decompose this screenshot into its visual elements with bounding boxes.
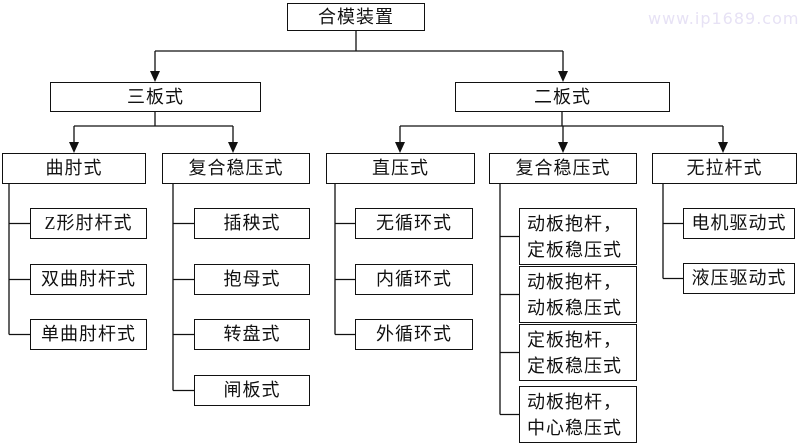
watermark: www.ip1689.com — [648, 9, 800, 28]
node-clamp-nut-type: 抱母式 — [194, 264, 310, 295]
node-root: 合模装置 — [287, 3, 425, 31]
arrow-down-icons — [69, 71, 728, 153]
node-double-toggle: 双曲肘杆式 — [30, 264, 147, 295]
node-tiebarless: 无拉杆式 — [652, 153, 797, 184]
node-fixed-clamp-fixed-press: 定板抱杆， 定板稳压式 — [519, 324, 637, 381]
node-two-plate: 二板式 — [455, 82, 670, 112]
node-single-toggle: 单曲肘杆式 — [30, 319, 147, 350]
node-composite-left: 复合稳压式 — [162, 153, 310, 184]
node-inner-cycle: 内循环式 — [355, 264, 473, 295]
node-moving-clamp-moving-press: 动板抱杆， 动板稳压式 — [519, 266, 637, 323]
node-composite-right: 复合稳压式 — [489, 153, 637, 184]
node-z-lever: Z形肘杆式 — [30, 208, 147, 239]
node-insert-type: 插秧式 — [194, 208, 310, 239]
node-outer-cycle: 外循环式 — [355, 319, 473, 350]
node-direct: 直压式 — [326, 153, 475, 184]
node-three-plate: 三板式 — [50, 82, 261, 112]
node-motor-drive: 电机驱动式 — [683, 208, 795, 239]
connector-segments — [8, 31, 724, 416]
node-turntable-type: 转盘式 — [194, 319, 310, 350]
node-toggle: 曲肘式 — [2, 153, 146, 184]
node-gate-plate-type: 闸板式 — [194, 375, 310, 406]
node-moving-clamp-center-press: 动板抱杆， 中心稳压式 — [519, 386, 637, 443]
node-moving-clamp-fixed-press: 动板抱杆， 定板稳压式 — [519, 208, 637, 265]
node-no-cycle: 无循环式 — [355, 208, 473, 239]
node-hydraulic-drive: 液压驱动式 — [683, 263, 795, 294]
